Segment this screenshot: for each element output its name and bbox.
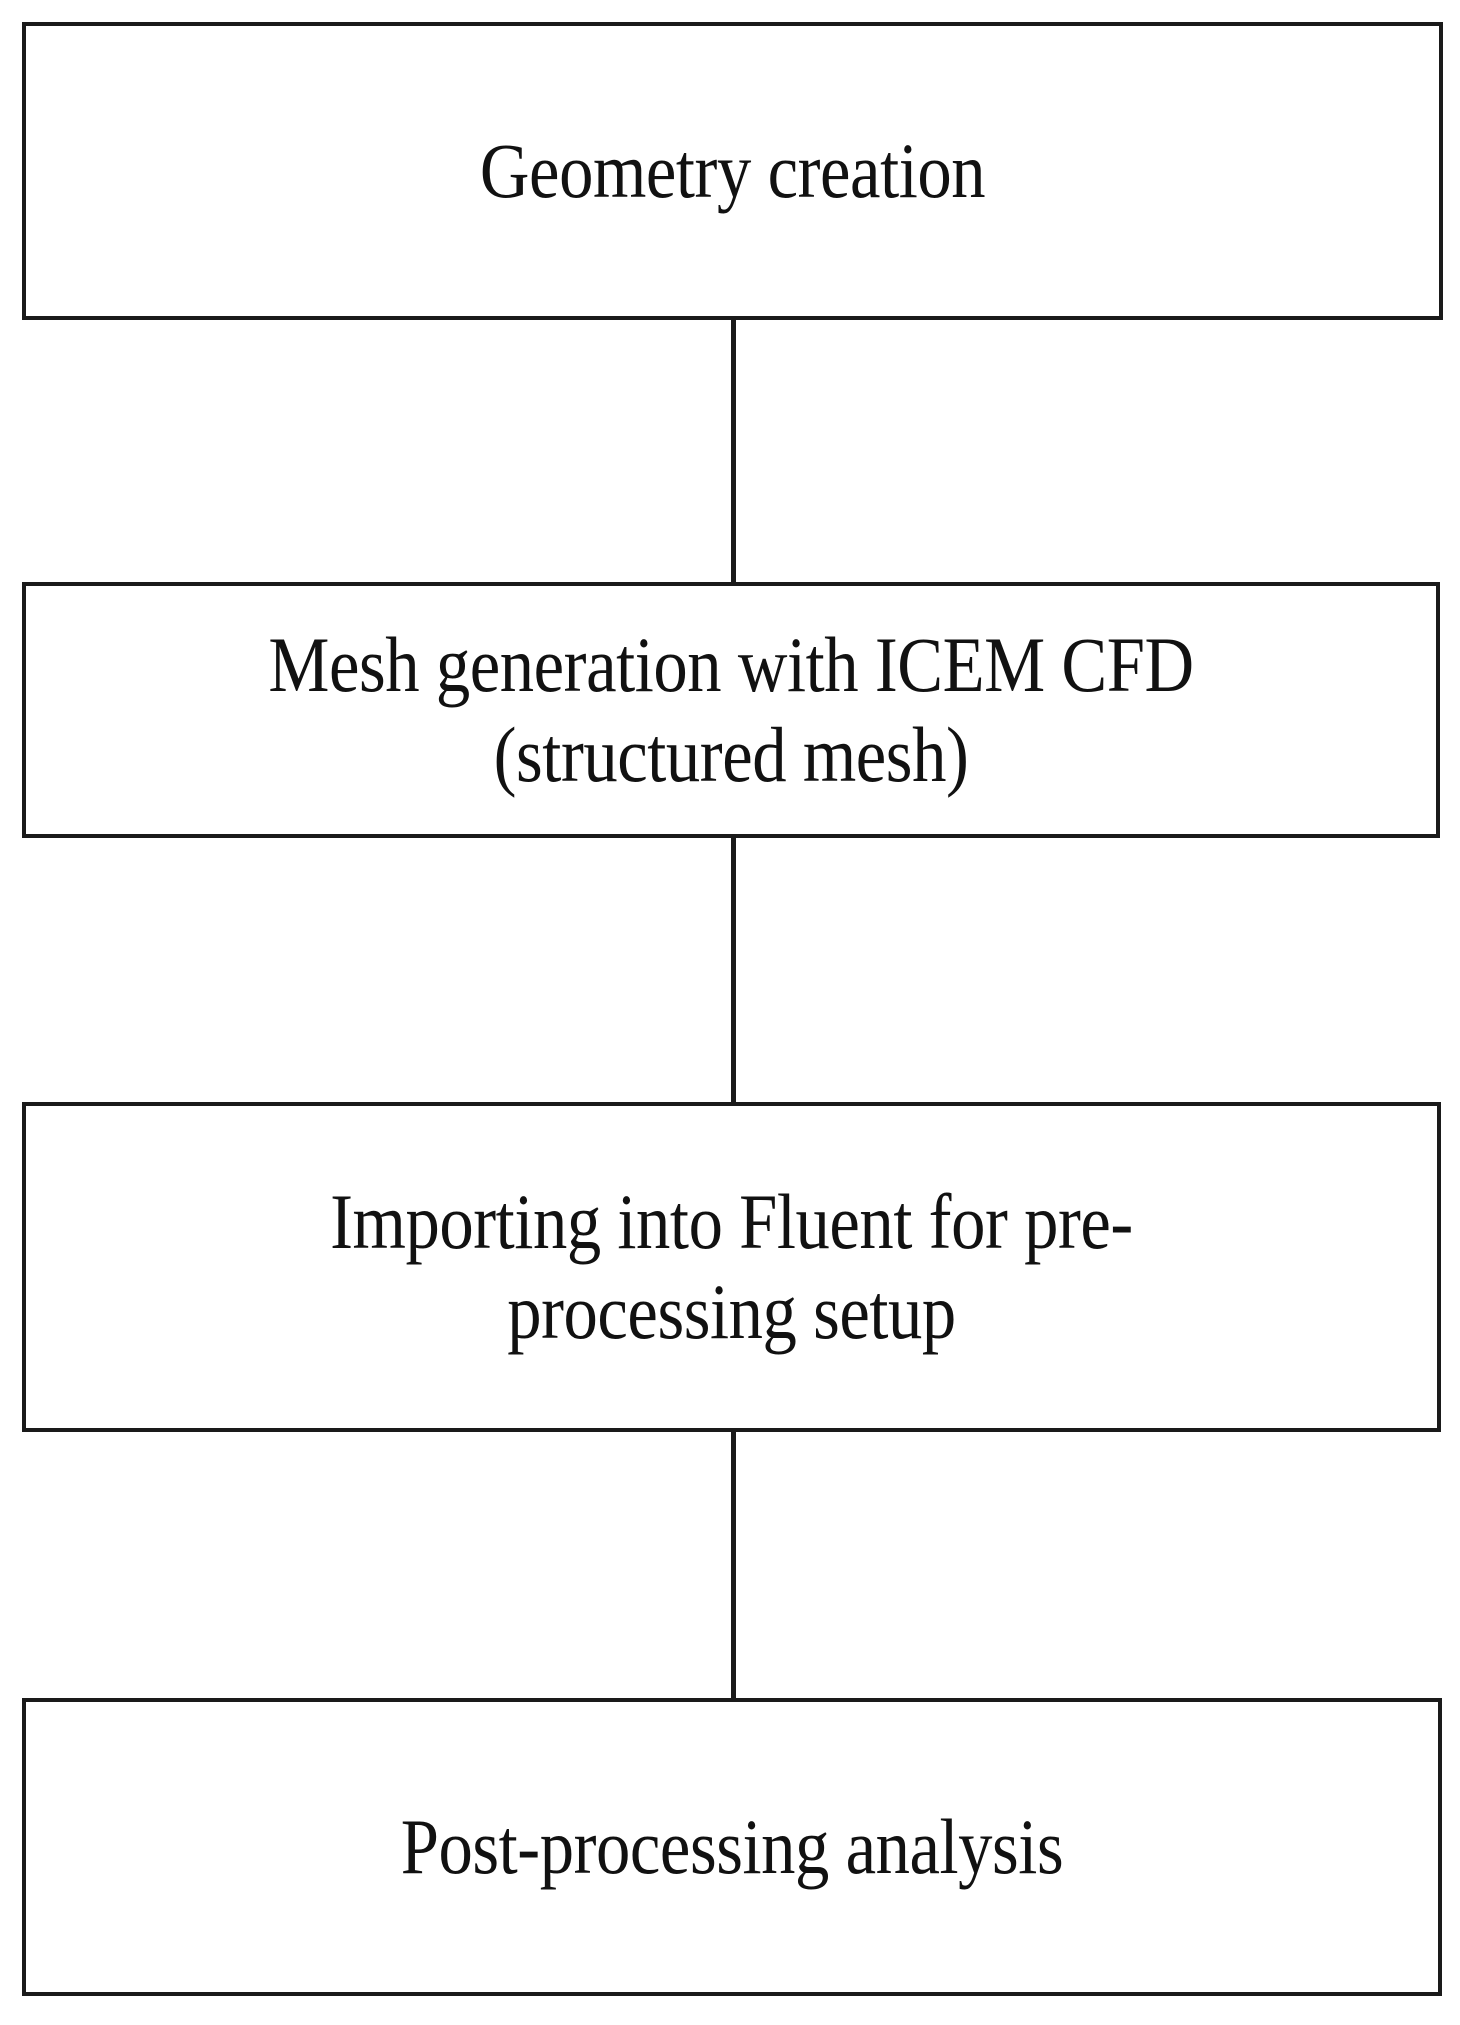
connector-geometry-to-mesh	[731, 318, 736, 584]
flow-node-mesh-generation[interactable]: Mesh generation with ICEM CFD (structure…	[22, 582, 1440, 838]
flow-node-label: Post-processing analysis	[400, 1802, 1064, 1890]
flow-node-geometry-creation[interactable]: Geometry creation	[22, 22, 1443, 320]
flow-node-label: Mesh generation with ICEM CFD (structure…	[268, 620, 1194, 798]
connector-fluent-to-post	[731, 1430, 736, 1700]
flow-node-post-processing[interactable]: Post-processing analysis	[22, 1698, 1442, 1996]
flow-node-fluent-import[interactable]: Importing into Fluent for pre- processin…	[22, 1102, 1441, 1432]
flow-node-label: Geometry creation	[479, 126, 986, 214]
flow-node-label: Importing into Fluent for pre- processin…	[330, 1177, 1133, 1355]
connector-mesh-to-fluent	[731, 836, 736, 1104]
